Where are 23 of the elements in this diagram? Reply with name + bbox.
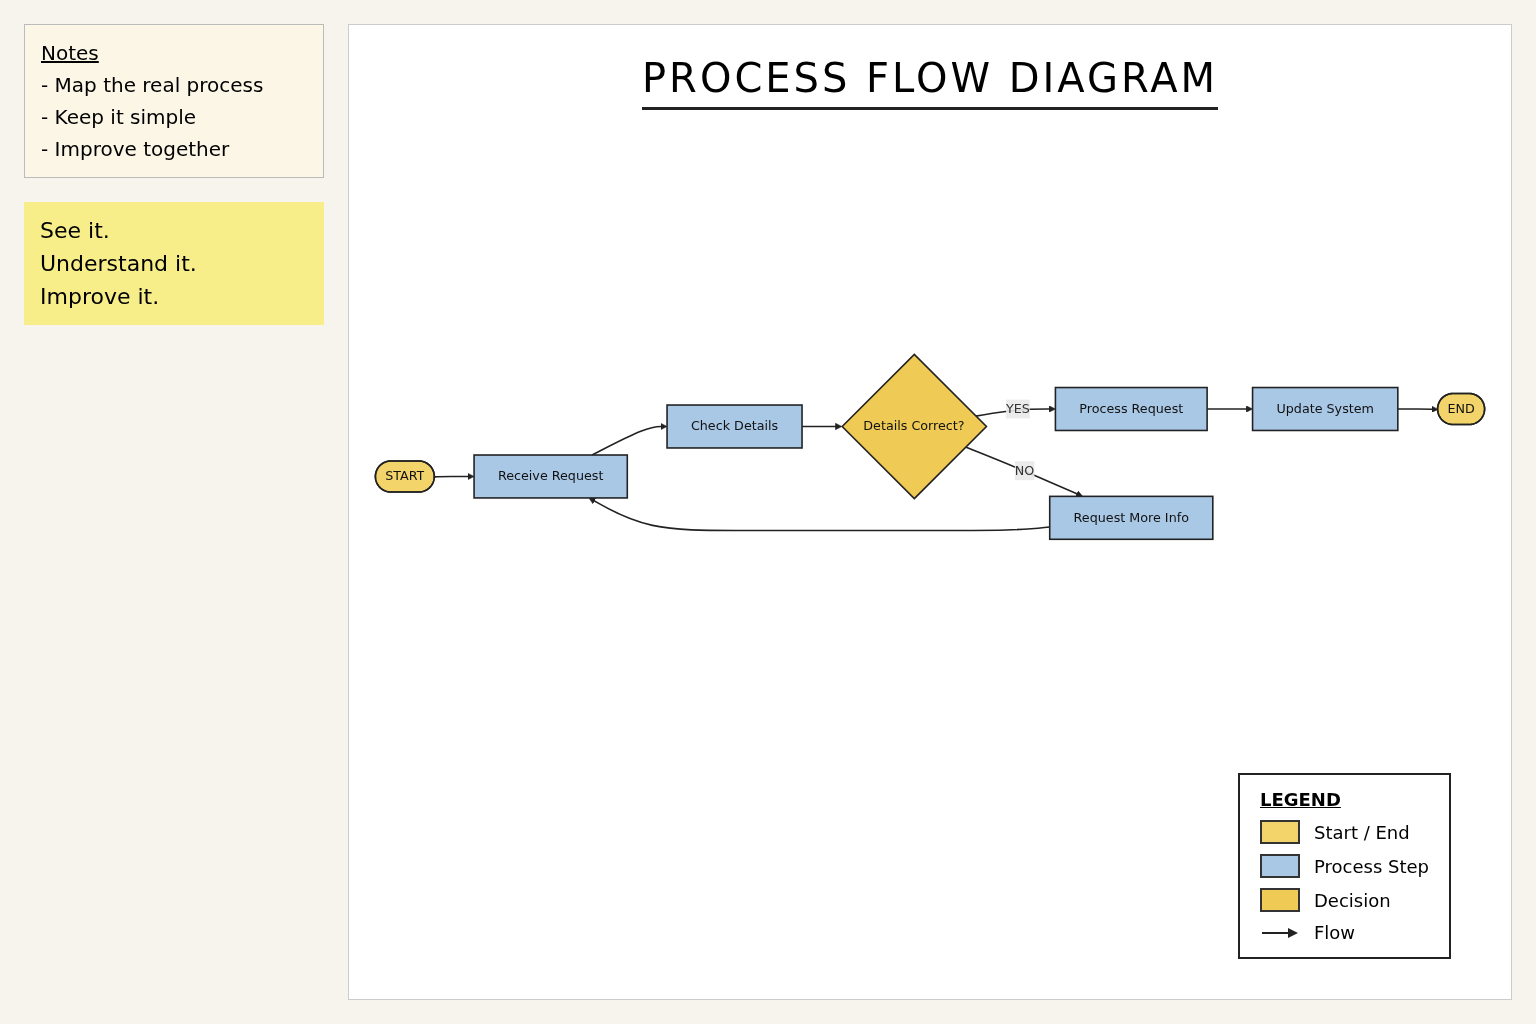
legend-heading: LEGEND — [1260, 789, 1342, 810]
node-diamond: Details Correct? — [841, 352, 988, 500]
legend-label: Start / End — [1314, 821, 1410, 843]
node-box: Process Request — [1054, 386, 1208, 431]
legend-label: Process Step — [1314, 855, 1429, 877]
node-box: Receive Request — [473, 453, 629, 499]
edge-label: YES — [1005, 400, 1030, 416]
note-text: - Improve together — [41, 137, 231, 161]
note-text: Understand it. — [40, 251, 198, 276]
arrow — [591, 422, 668, 456]
note-text: - Keep it simple — [41, 105, 198, 129]
edge-label: NO — [1014, 462, 1035, 478]
node-box: Request More Info — [1048, 495, 1214, 540]
node-box: Check Details — [666, 403, 803, 449]
legend-label: Flow — [1314, 922, 1356, 943]
diagram-title: PROCESS FLOW DIAGRAM — [642, 55, 1218, 110]
note-text: - Map the real process — [41, 73, 265, 97]
arrow — [964, 445, 1083, 497]
legend-label: Decision — [1314, 889, 1391, 911]
notes-heading: Notes — [41, 41, 100, 65]
node-box: Update System — [1251, 386, 1399, 431]
note-text: Improve it. — [40, 284, 161, 309]
note-text: See it. — [40, 218, 111, 243]
